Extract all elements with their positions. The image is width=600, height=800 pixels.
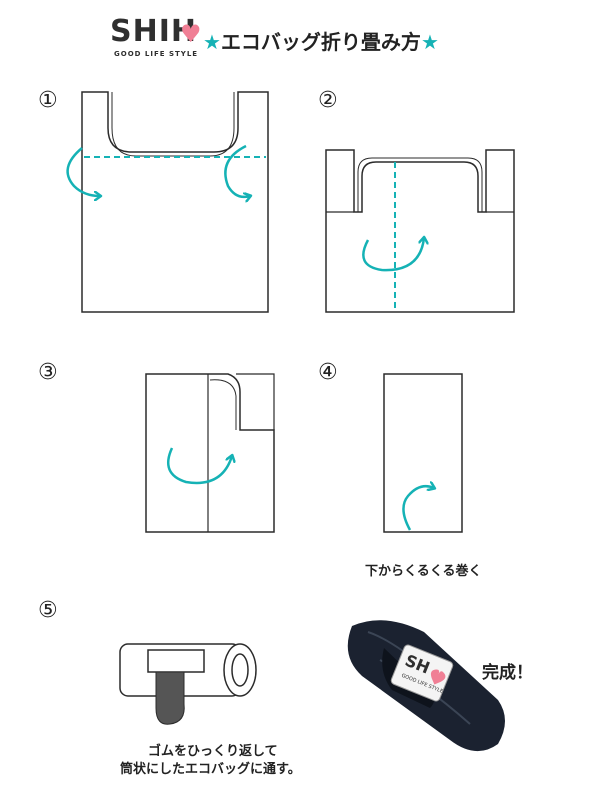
step-3-bag-outline xyxy=(145,373,275,533)
step-1-bag-outline xyxy=(81,91,269,313)
step-1-fold-arrow-left xyxy=(66,147,100,196)
pouch-heart-icon xyxy=(430,669,446,685)
step-5-elastic-band xyxy=(147,649,205,725)
step-number-2: ② xyxy=(318,88,338,113)
step-5-caption-line1: ゴムをひっくり返して xyxy=(148,744,278,759)
logo-wordmark: SHIH xyxy=(110,14,197,49)
heart-icon: ♥ xyxy=(180,20,202,48)
step-2-fold-arrow xyxy=(362,238,424,272)
step-number-1: ① xyxy=(38,88,58,113)
step-4-roll-arrow xyxy=(402,486,434,531)
step-4-bag-outline xyxy=(383,373,463,533)
star-icon-left: ★ xyxy=(203,30,221,54)
finished-label: 完成！ xyxy=(482,663,533,683)
step-number-4: ④ xyxy=(318,360,338,385)
step-5-caption-line2: 筒状にしたエコバッグに通す。 xyxy=(120,762,301,777)
step-3-fold-arrow xyxy=(167,447,232,485)
step-1-fold-arrow-right xyxy=(224,144,250,197)
step-number-5: ⑤ xyxy=(38,598,58,623)
logo-tagline: GOOD LIFE STYLE xyxy=(114,50,199,58)
step-number-3: ③ xyxy=(38,360,58,385)
page-title: ★エコバッグ折り畳み方★ xyxy=(203,26,439,55)
star-icon-right: ★ xyxy=(420,30,439,54)
finished-pouch: SH GOOD LIFE STYLE xyxy=(347,620,505,752)
step-2-bag-outline xyxy=(325,149,515,313)
title-text: エコバッグ折り畳み方 xyxy=(220,30,421,54)
step-4-caption: 下からくるくる巻く xyxy=(365,564,482,579)
